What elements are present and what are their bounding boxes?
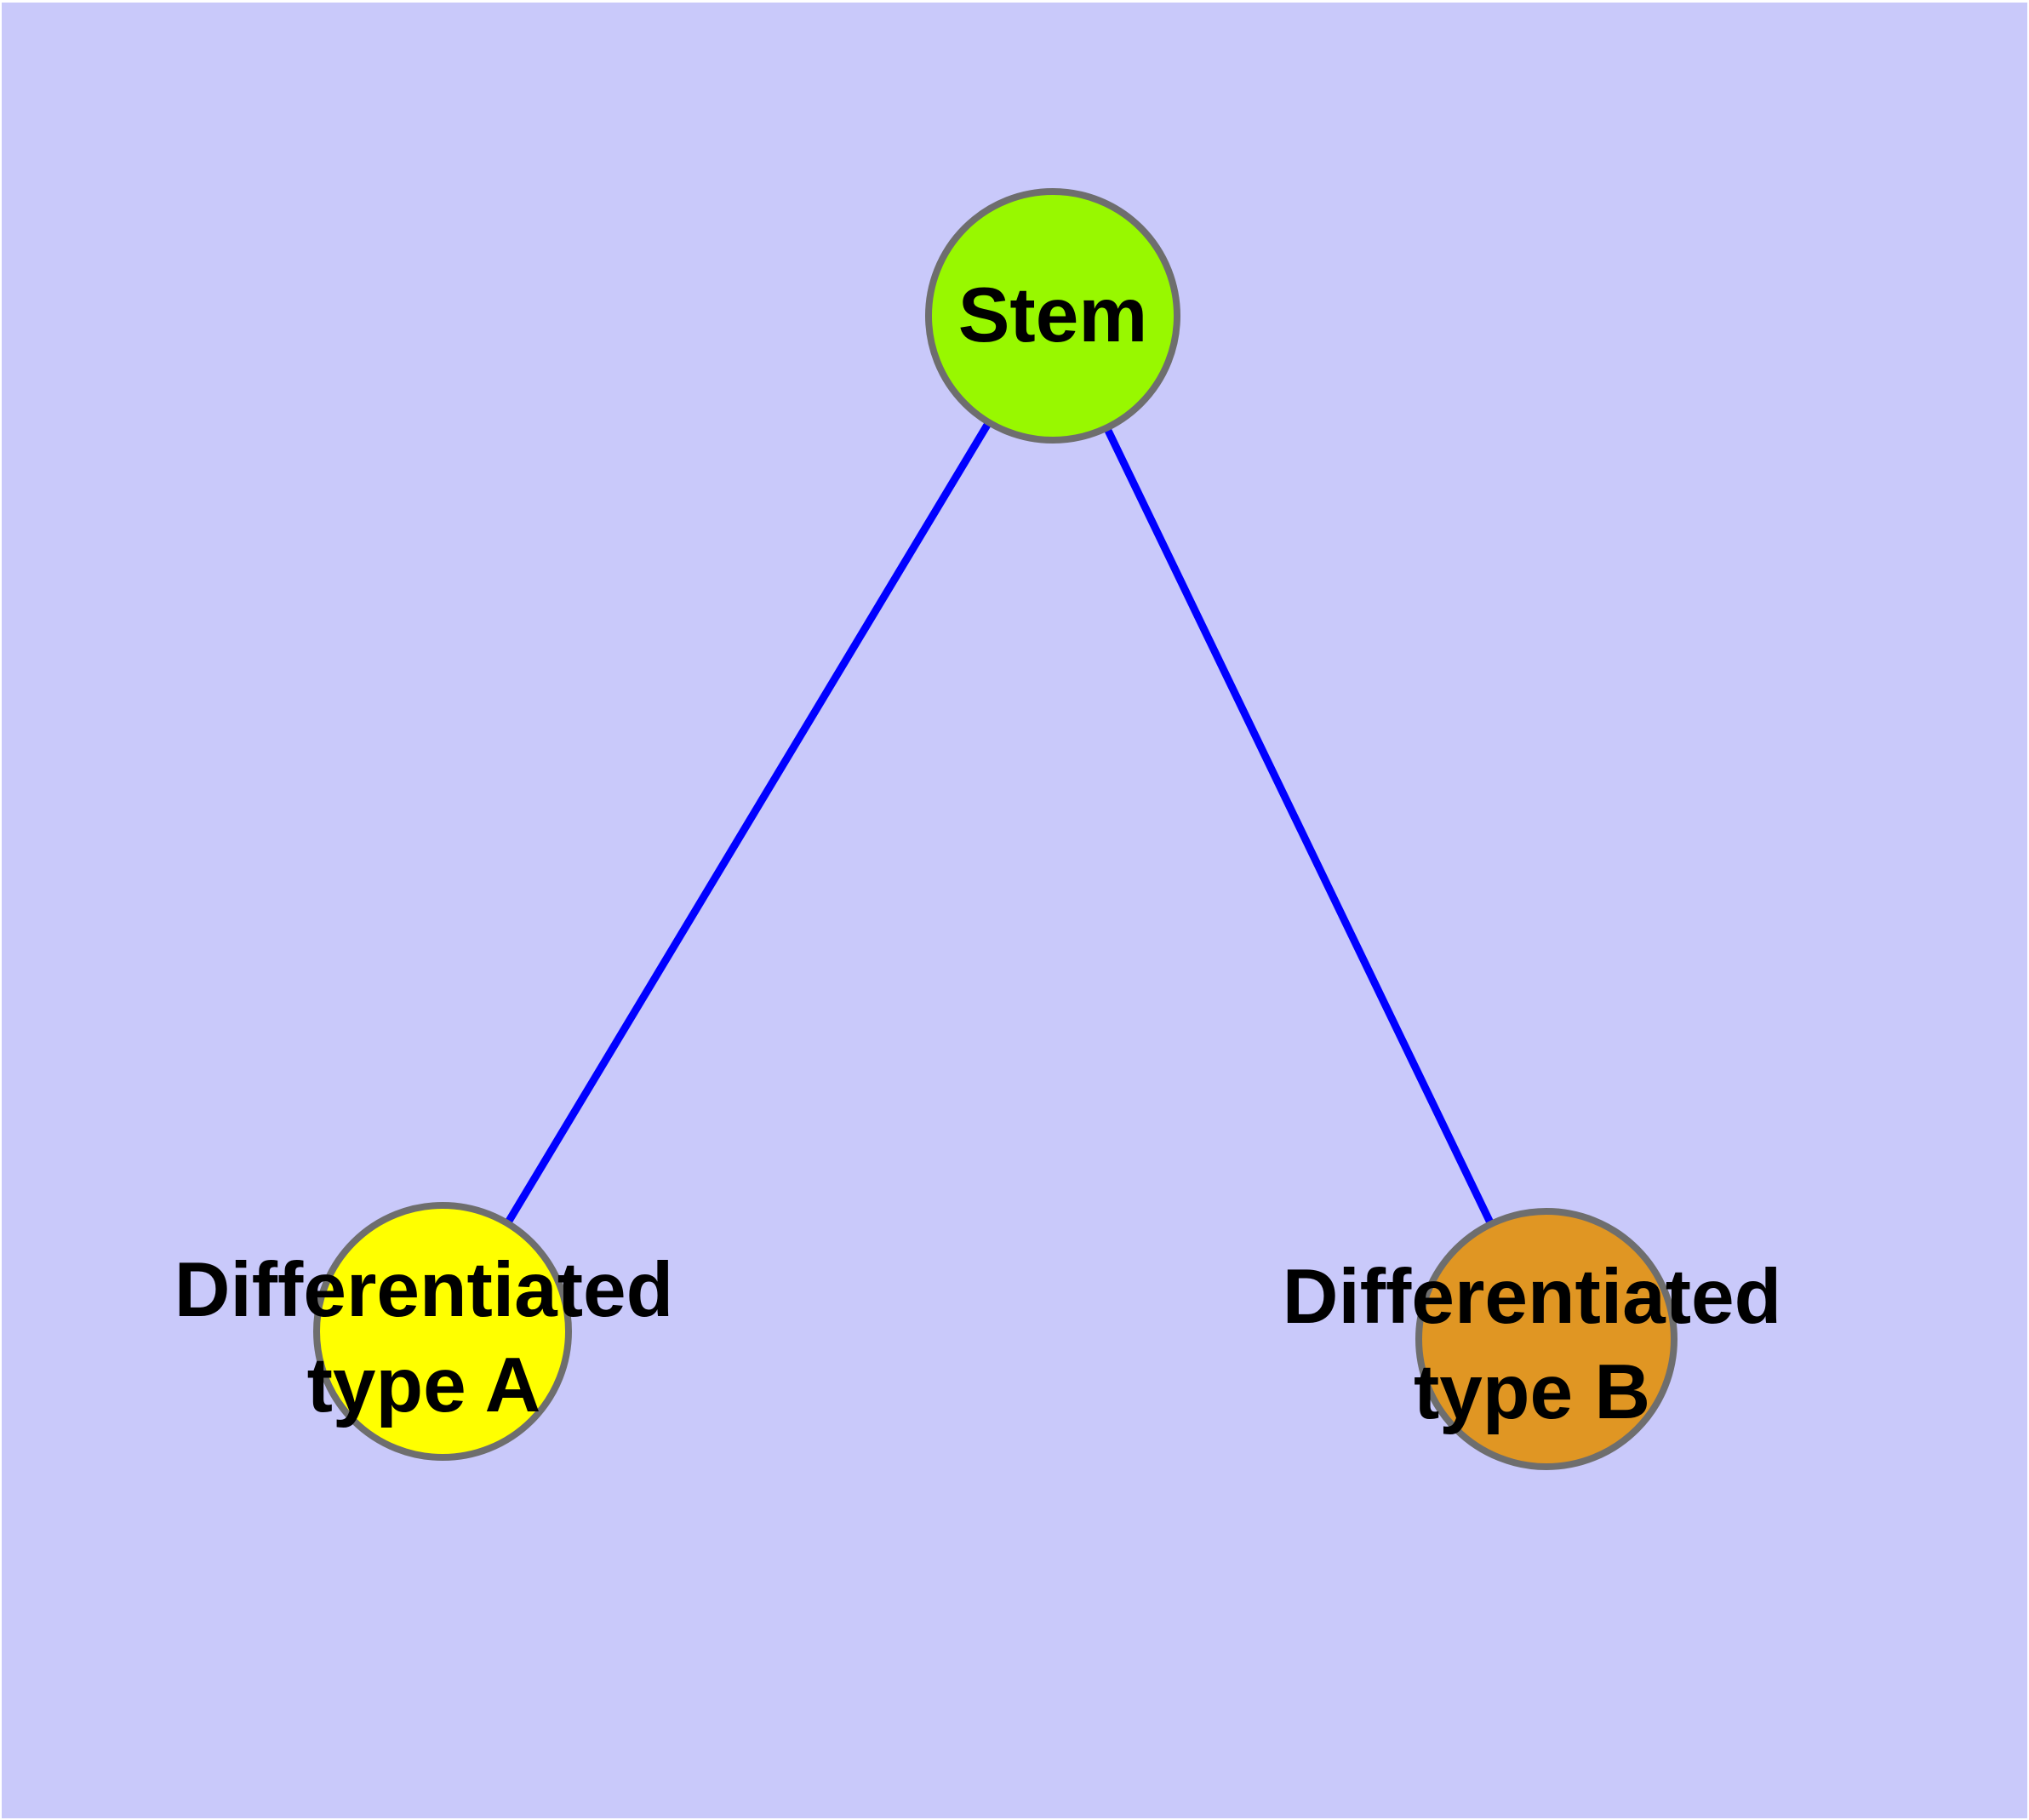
type-b-node [1415,1208,1677,1470]
type-b-node-label: Differentiated type B [1192,1250,1872,1440]
edge-stem-to-type-a [439,313,1056,1334]
type-a-node [313,1202,572,1461]
type-a-label-line2: type A [306,1342,541,1428]
type-a-node-label: Differentiated type A [83,1243,764,1434]
type-a-label-line1: Differentiated [174,1247,674,1333]
stem-node-label-text: Stem [957,272,1148,358]
type-b-label-line1: Differentiated [1282,1254,1782,1340]
edge-stem-to-type-b [1049,314,1551,1341]
stem-node-label: Stem [797,268,1308,363]
stem-node [925,188,1180,444]
type-b-label-line2: type B [1413,1349,1651,1435]
